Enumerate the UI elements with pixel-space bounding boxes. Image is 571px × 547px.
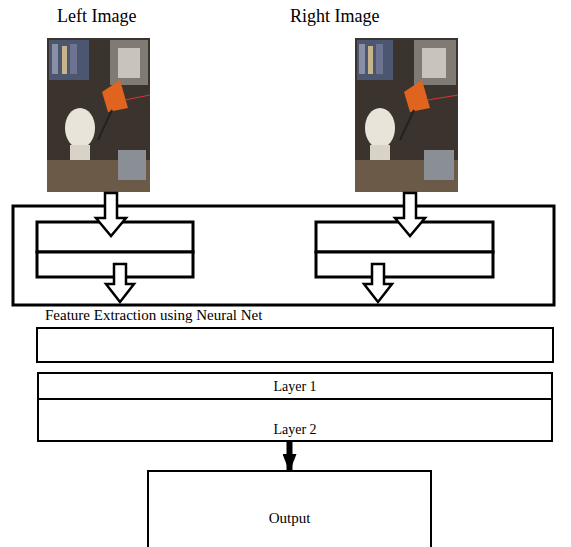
layer-box: Layer 2 — [37, 398, 553, 442]
layer-label: Layer 1 — [45, 378, 545, 395]
flow-arrow — [287, 442, 293, 470]
diagram-label: Right Image — [290, 6, 379, 27]
layer-box: Output — [147, 470, 432, 547]
diagram-label: Left Image — [57, 6, 136, 27]
outer-box — [13, 206, 554, 305]
hollow-arrow — [96, 193, 425, 302]
feature-box — [37, 328, 553, 362]
diagram-label: Feature Extraction using Neural Net — [45, 307, 262, 324]
layer-label: Layer 2 — [45, 421, 545, 438]
layer-label: Output — [155, 510, 424, 527]
stereo-photo-left — [47, 38, 150, 192]
stereo-photo-right — [355, 38, 458, 192]
